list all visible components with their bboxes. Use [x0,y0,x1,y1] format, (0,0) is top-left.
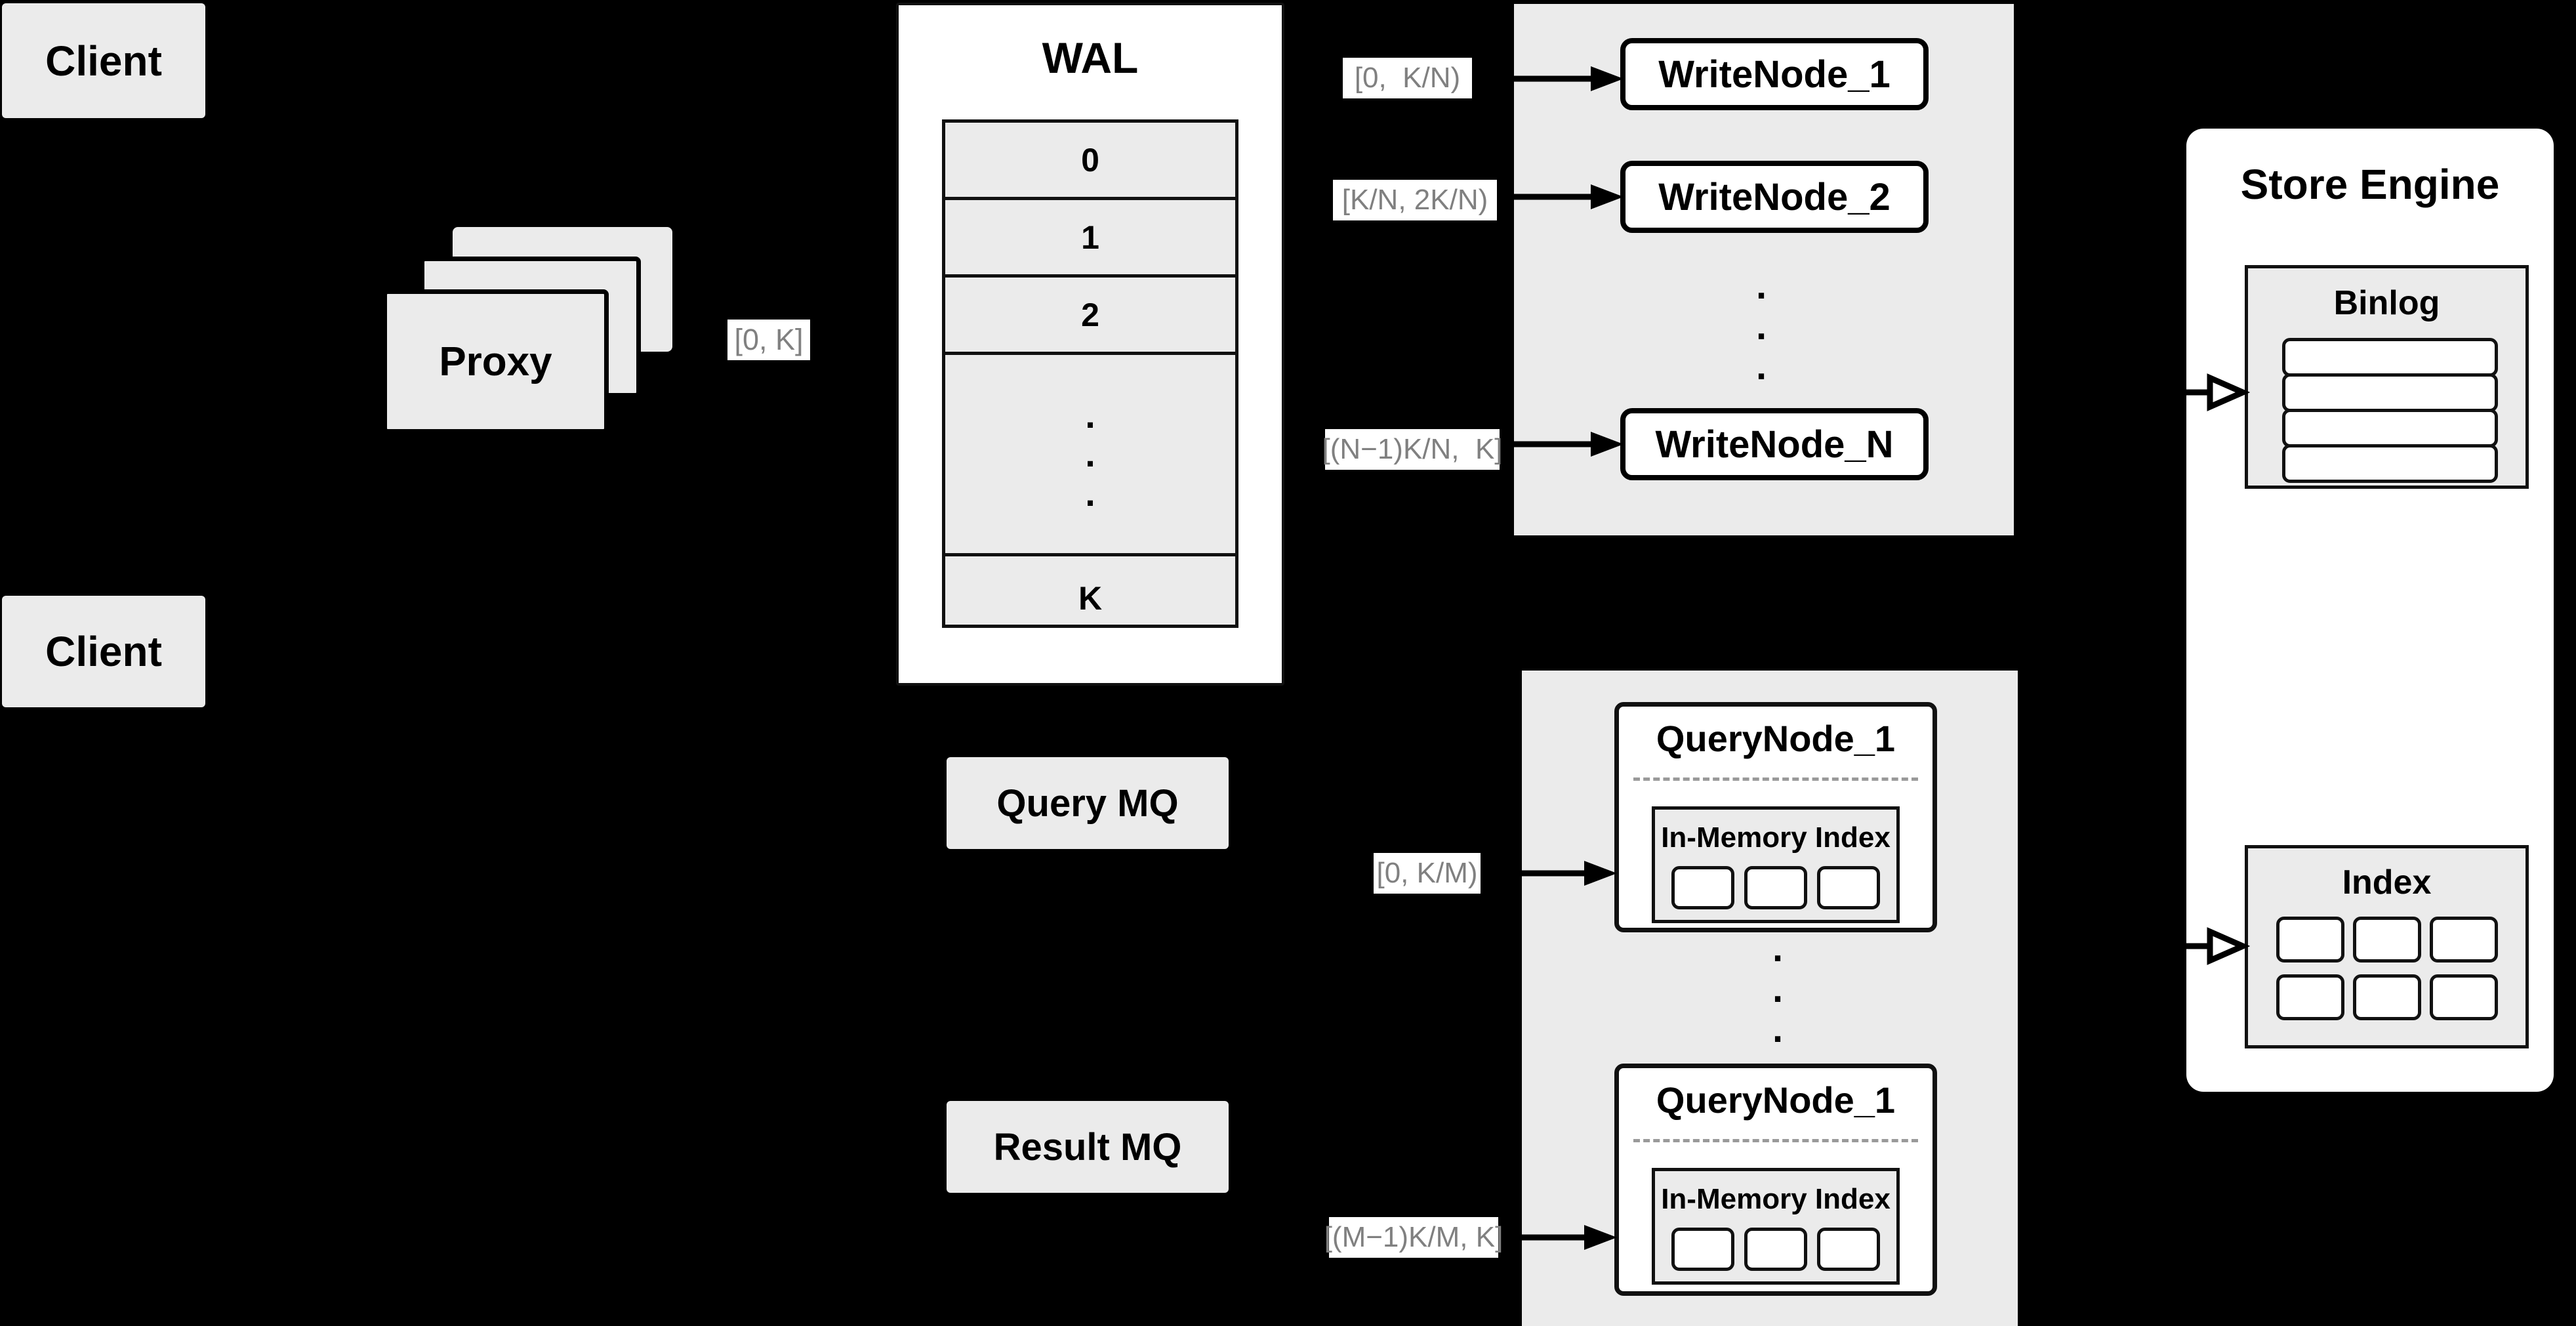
index-chip[interactable] [1816,1228,1880,1271]
wal-row-ellipsis: . . . [945,355,1235,556]
binlog-bar[interactable] [2282,338,2498,377]
write-node-1-label: WriteNode_1 [1658,52,1891,96]
write-node-2-range-label: [K/N, 2K/N) [1333,180,1497,220]
write-node-1-arrow [1509,66,1624,91]
index-chip[interactable] [1744,1228,1807,1271]
store-index-chip[interactable] [2352,974,2421,1020]
query-node-1-index-box: In-Memory Index [1652,806,1900,923]
client-label-2: Client [45,628,162,675]
client-label-1: Client [45,37,162,85]
index-chip[interactable] [1671,866,1735,909]
query-node-2-range-label: [(M−1)K/M, K] [1324,1217,1503,1258]
query-node-2-divider [1633,1139,1918,1142]
write-cluster-ellipsis: . . . [1755,264,1767,388]
client-box-1[interactable]: Client [2,3,205,118]
wal-dot-3: . [1085,472,1095,514]
query-mq-label: Query MQ [996,781,1179,825]
store-index-title: Index [2342,863,2432,901]
write-node-n[interactable]: WriteNode_N [1620,408,1929,480]
result-mq-label: Result MQ [993,1125,1182,1169]
store-index-chip[interactable] [2429,974,2498,1020]
query-node-2-title: QueryNode_1 [1656,1079,1896,1121]
store-index-chip[interactable] [2352,917,2421,963]
wal-table: 0 1 2 . . . K [942,119,1238,628]
query-cluster-ellipsis: . . . [1772,927,1784,1051]
write-node-2-label: WriteNode_2 [1658,175,1891,218]
wal-dot-2: . [1085,433,1095,475]
binlog-bar[interactable] [2282,444,2498,483]
proxy-card-front[interactable]: Proxy [382,289,609,434]
wal-dot-1: . [1085,394,1095,436]
wal-row[interactable]: K [1078,579,1103,617]
query-node-1-range-label: [0, K/M) [1374,853,1481,894]
binlog-bar[interactable] [2282,409,2498,447]
binlog-title: Binlog [2333,284,2440,322]
query-node-1-index-title: In-Memory Index [1661,821,1891,854]
write-node-n-label: WriteNode_N [1655,423,1894,466]
write-node-n-arrow [1509,432,1624,457]
write-node-2[interactable]: WriteNode_2 [1620,161,1929,233]
binlog-bar[interactable] [2282,373,2498,412]
query-node-2-index-title: In-Memory Index [1661,1183,1891,1215]
proxy-range-text: [0, K] [734,323,804,356]
wal-row[interactable]: 1 [945,200,1235,278]
client-box-2[interactable]: Client [2,596,205,707]
binlog-inbound-arrow [2180,373,2251,411]
query-node-1-arrow [1509,861,1617,886]
wal-row[interactable]: 0 [945,123,1235,200]
query-node-2[interactable]: QueryNode_1 In-Memory Index [1614,1064,1937,1296]
write-node-1[interactable]: WriteNode_1 [1620,38,1929,110]
store-index-box: Index [2245,845,2529,1048]
result-mq-box[interactable]: Result MQ [947,1101,1229,1193]
index-chip[interactable] [1744,866,1807,909]
wal-title: WAL [1042,33,1139,82]
index-chip[interactable] [1816,866,1880,909]
query-node-1-divider [1633,777,1918,781]
store-index-inbound-arrow [2180,927,2251,965]
index-chip[interactable] [1671,1228,1735,1271]
query-node-2-index-box: In-Memory Index [1652,1168,1900,1285]
query-mq-box[interactable]: Query MQ [947,757,1229,849]
write-node-1-range-label: [0, K/N) [1343,58,1472,98]
store-index-chip[interactable] [2276,917,2344,963]
write-node-2-arrow [1509,184,1624,209]
proxy-stack[interactable]: Proxy [380,217,689,434]
store-index-chip[interactable] [2276,974,2344,1020]
proxy-range-label: [0, K] [727,320,810,360]
query-node-1-title: QueryNode_1 [1656,717,1896,759]
wal-row[interactable]: 2 [945,278,1235,355]
binlog-box: Binlog [2245,265,2529,489]
store-index-chip[interactable] [2429,917,2498,963]
store-engine-title: Store Engine [2240,161,2500,208]
proxy-label: Proxy [439,339,552,384]
query-node-2-arrow [1509,1225,1617,1250]
write-node-n-range-label: [(N−1)K/N, K] [1322,429,1503,470]
query-node-1[interactable]: QueryNode_1 In-Memory Index [1614,702,1937,932]
